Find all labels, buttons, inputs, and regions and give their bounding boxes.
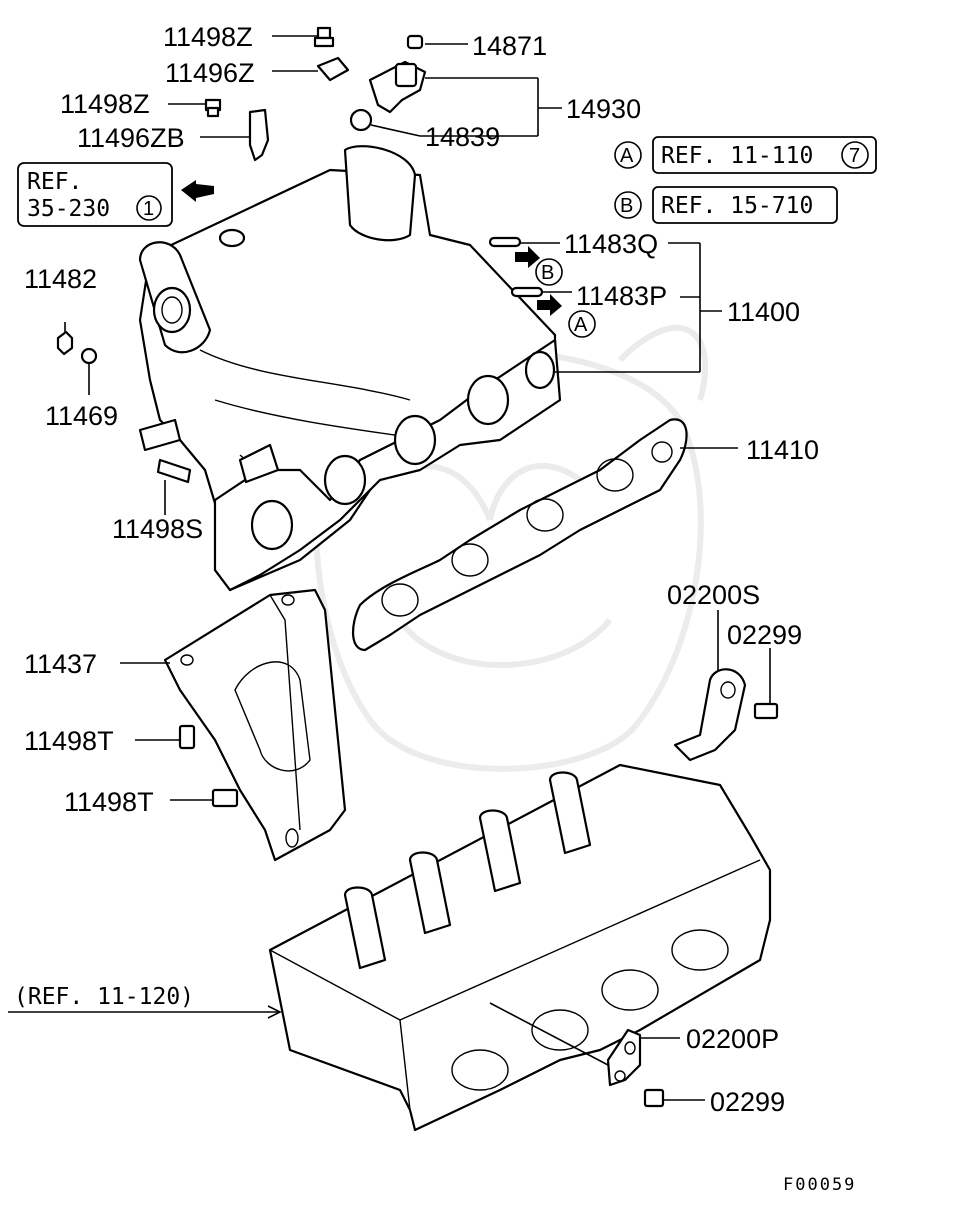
bolt-14871 — [406, 34, 424, 50]
label-11498t-upper: 11498T — [24, 726, 114, 756]
ref-legend-a: A REF. 11-110 7 — [614, 136, 877, 174]
label-11400: 11400 — [727, 297, 800, 327]
arrow-marker-b: B — [541, 262, 554, 284]
label-11498z-top: 11498Z — [163, 22, 253, 52]
callout-labels: 11498Z 11496Z 14871 11498Z 14930 11496ZB… — [24, 22, 819, 1117]
label-11483p: 11483P — [576, 281, 667, 311]
arrow-markers: B A — [535, 258, 596, 338]
bolt-02299-upper — [753, 702, 779, 720]
label-11410: 11410 — [746, 435, 819, 465]
figure-code: F00059 — [783, 1175, 856, 1195]
ref-a-circle: 7 — [849, 145, 860, 167]
bolt-11498t-lower — [211, 788, 239, 808]
label-14930: 14930 — [566, 94, 641, 124]
label-11437: 11437 — [24, 649, 97, 679]
ref-35-circle: 1 — [143, 198, 154, 220]
manifold-stay — [163, 588, 347, 862]
label-11482: 11482 — [24, 264, 97, 294]
ref-head-label: (REF. 11-120) — [14, 984, 194, 1010]
ref-b-marker: B — [620, 195, 633, 217]
label-02299-upper: 02299 — [727, 620, 802, 650]
sensor-14930 — [368, 60, 427, 114]
bracket-02200p — [606, 1028, 642, 1087]
ref-35-line1: REF. — [27, 169, 82, 195]
arrow-to-b — [515, 246, 540, 268]
arrow-to-a — [537, 294, 562, 316]
oring-14839 — [349, 108, 373, 132]
ref-legend-b: B REF. 15-710 — [614, 186, 838, 224]
label-02299-lower: 02299 — [710, 1087, 785, 1117]
bolt-11498t-upper — [178, 724, 196, 750]
label-14839: 14839 — [425, 122, 500, 152]
ref-a-text: REF. 11-110 — [661, 143, 813, 169]
arrow-marker-a: A — [574, 314, 588, 336]
pin-11483q — [488, 236, 522, 248]
bolt-02299-lower — [643, 1088, 665, 1108]
cylinder-head — [268, 763, 772, 1132]
stud-11498s — [156, 458, 192, 484]
intake-gasket — [352, 418, 688, 652]
label-11483q: 11483Q — [564, 229, 658, 259]
label-11496z: 11496Z — [165, 58, 255, 88]
label-02200s: 02200S — [667, 580, 760, 610]
label-11498t-lower: 11498T — [64, 787, 154, 817]
label-11469: 11469 — [45, 401, 118, 431]
intake-manifold — [138, 145, 562, 592]
bracket-11496zb — [248, 108, 270, 162]
plate-11496z — [316, 56, 350, 82]
ref-box-35-230: REF. 35-230 1 — [17, 162, 173, 227]
label-11498s: 11498S — [112, 514, 203, 544]
nut-11482 — [56, 330, 74, 356]
bolt-11498z-mid — [204, 98, 222, 118]
label-11498z-mid: 11498Z — [60, 89, 150, 119]
ref-35-line2: 35-230 — [27, 196, 110, 222]
bolt-11498z-top — [313, 26, 335, 48]
ref-arrows — [181, 180, 562, 316]
label-02200p: 02200P — [686, 1024, 779, 1054]
label-14871: 14871 — [472, 31, 547, 61]
leader-lines — [8, 35, 771, 1101]
bracket-02200s — [673, 668, 747, 762]
washer-11469 — [80, 347, 98, 365]
ref-b-text: REF. 15-710 — [661, 193, 813, 219]
ref-a-marker: A — [620, 145, 634, 167]
label-11496zb: 11496ZB — [77, 123, 185, 153]
fasteners — [56, 26, 779, 1108]
pin-11483p — [510, 286, 544, 298]
arrow-ref-35-230 — [181, 180, 214, 202]
